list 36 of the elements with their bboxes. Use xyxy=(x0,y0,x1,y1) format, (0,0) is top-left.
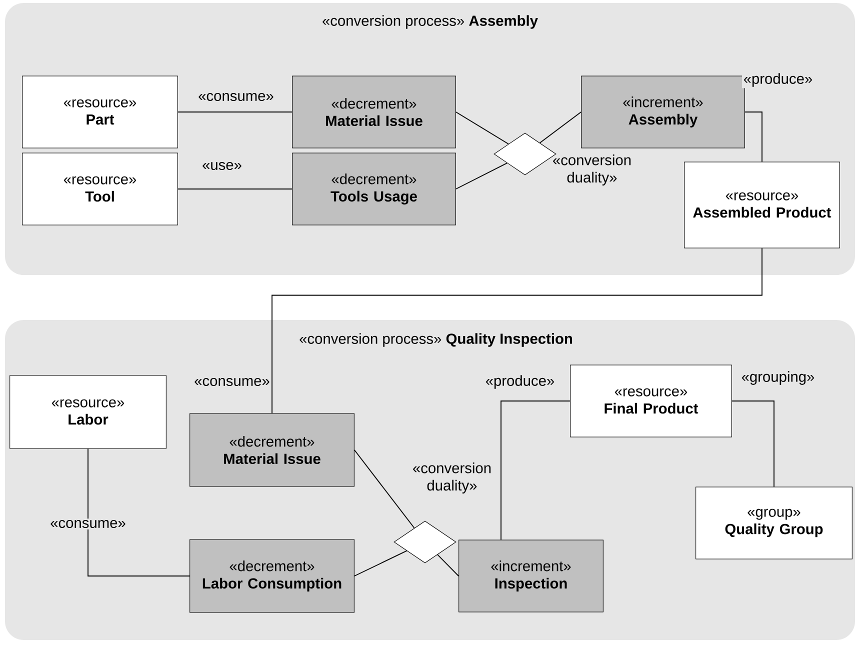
connector-line xyxy=(88,448,190,576)
resource-box: «resource» Labor xyxy=(10,375,166,449)
band-heading: «conversion process» Quality Inspection xyxy=(300,333,572,347)
connector-line xyxy=(272,248,762,414)
connector-line xyxy=(354,550,408,576)
edge-label: «produce» xyxy=(742,72,814,88)
connector-line xyxy=(731,400,774,488)
activity-box: «decrement» Material Issue xyxy=(292,76,456,148)
edge-label: «consume» xyxy=(192,376,272,388)
connector-line xyxy=(539,112,582,144)
connector-line xyxy=(437,554,460,576)
resource-box: «group» Quality Group xyxy=(696,486,852,560)
band-heading: «conversion process» Assembly xyxy=(322,15,538,29)
edge-label: «grouping» xyxy=(740,370,816,386)
edge-label: «consume» xyxy=(48,518,128,530)
resource-box: «resource» Final Product xyxy=(570,364,732,438)
activity-box: «decrement» Labor Consumption xyxy=(190,539,354,613)
activity-box: «increment» Assembly xyxy=(581,76,745,148)
connector-line xyxy=(455,162,508,190)
edge-label: «produce» xyxy=(484,374,556,390)
resource-box: «resource» Assembled Product xyxy=(684,162,840,248)
connector-line xyxy=(500,400,571,540)
connector-line xyxy=(744,112,762,162)
resource-box: «resource» Part xyxy=(22,76,178,148)
connector-line xyxy=(354,450,415,528)
activity-box: «decrement» Material Issue xyxy=(190,413,354,487)
diamond-symbol xyxy=(394,520,456,564)
connector-line xyxy=(455,112,509,144)
edge-label: «consume» xyxy=(196,92,276,102)
stereotype-label: «conversion duality» xyxy=(413,462,491,494)
stereotype-label: «conversion duality» xyxy=(553,154,631,186)
resource-box: «resource» Tool xyxy=(22,152,178,226)
connector-line xyxy=(177,188,293,190)
edge-label: «use» xyxy=(200,160,244,172)
activity-box: «decrement» Tools Usage xyxy=(292,152,456,226)
activity-box: «increment» Inspection xyxy=(458,540,604,612)
